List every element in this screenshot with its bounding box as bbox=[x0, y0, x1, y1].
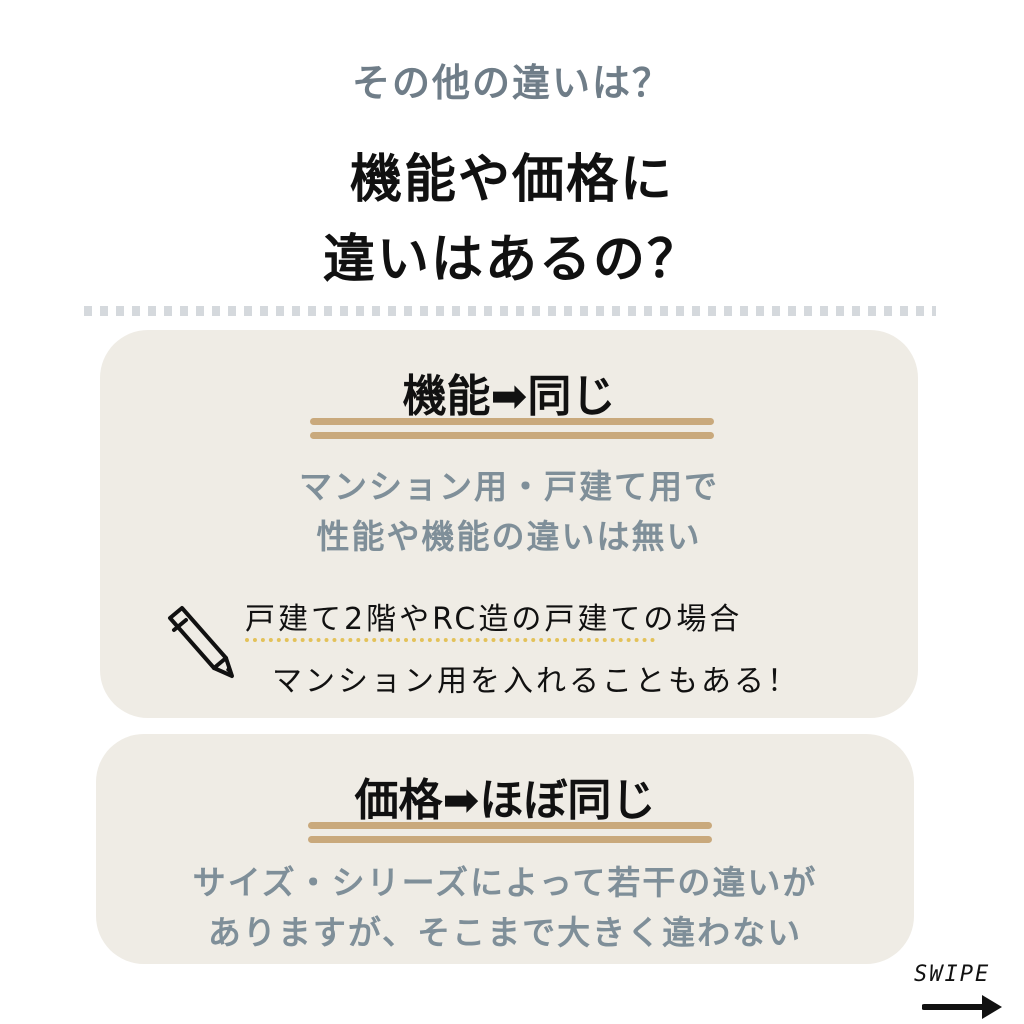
swipe-label: SWIPE bbox=[914, 962, 991, 987]
price-body-line-1: サイズ・シリーズによって若干の違いが bbox=[192, 863, 818, 902]
function-heading: 機能➡同じ bbox=[402, 371, 616, 422]
price-heading: 価格➡ほぼ同じ bbox=[354, 775, 656, 826]
title-line-2: 違いはあるの？ bbox=[322, 230, 701, 290]
page-subtitle: その他の違いは？ bbox=[351, 61, 672, 105]
function-card: 機能➡同じ マンション用・戸建て用で 性能や機能の違いは無い 戸建て2階やRC造… bbox=[100, 330, 918, 718]
function-note-line-2: マンション用を入れることもある！ bbox=[272, 664, 800, 699]
price-heading-underline-top bbox=[308, 822, 712, 829]
function-body-line-1: マンション用・戸建て用で bbox=[299, 467, 719, 506]
function-heading-underline-bottom bbox=[310, 432, 714, 439]
price-heading-underline-bottom bbox=[308, 836, 712, 843]
function-body: マンション用・戸建て用で 性能や機能の違いは無い bbox=[100, 462, 918, 562]
dotted-divider bbox=[84, 306, 936, 316]
function-note-underline bbox=[245, 638, 655, 642]
function-note-line-1: 戸建て2階やRC造の戸建ての場合 bbox=[245, 602, 743, 637]
function-body-line-2: 性能や機能の違いは無い bbox=[316, 517, 702, 556]
right-arrow-icon[interactable] bbox=[922, 992, 1004, 1022]
page-title: 機能や価格に 違いはあるの？ bbox=[0, 140, 1024, 300]
price-body-line-2: ありますが、そこまで大きく違わない bbox=[207, 913, 803, 952]
price-card: 価格➡ほぼ同じ サイズ・シリーズによって若干の違いが ありますが、そこまで大きく… bbox=[96, 734, 914, 964]
function-heading-underline-top bbox=[310, 418, 714, 425]
title-line-1: 機能や価格に bbox=[349, 150, 674, 210]
pencil-icon bbox=[168, 606, 234, 678]
price-body: サイズ・シリーズによって若干の違いが ありますが、そこまで大きく違わない bbox=[96, 858, 914, 958]
